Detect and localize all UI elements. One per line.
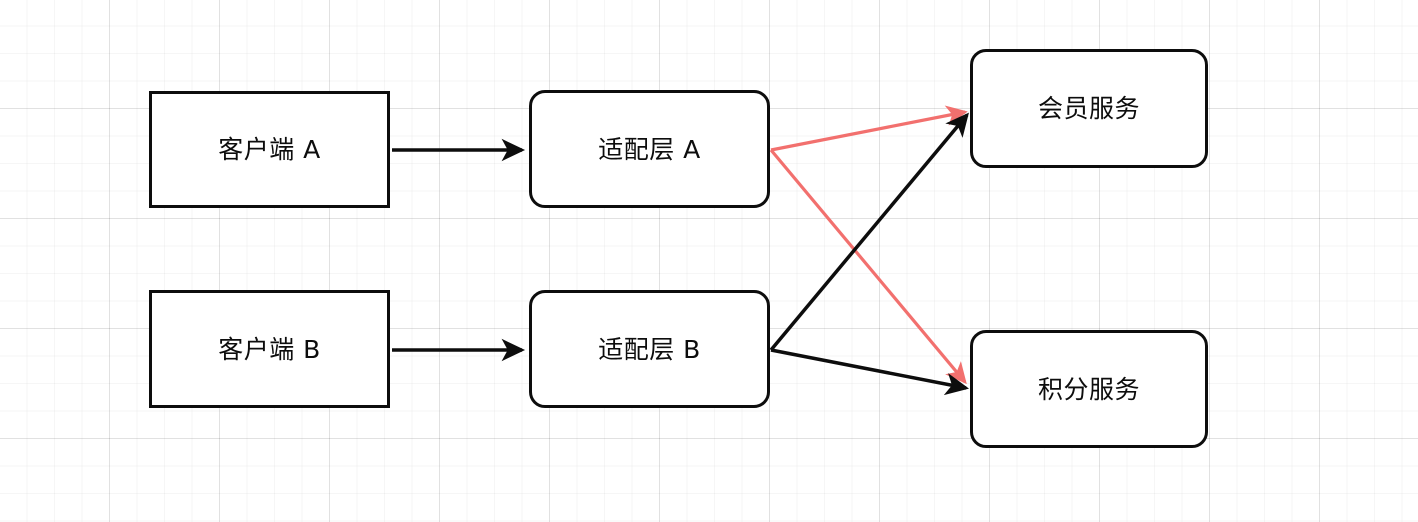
node-client-b-label: 客户端 B bbox=[218, 334, 321, 364]
node-adapter-b[interactable]: 适配层 B bbox=[529, 290, 770, 408]
node-member-service[interactable]: 会员服务 bbox=[970, 49, 1208, 168]
edge-adapter-a-to-points-service bbox=[769, 148, 967, 385]
node-adapter-b-label: 适配层 B bbox=[598, 334, 701, 364]
node-member-service-label: 会员服务 bbox=[1037, 94, 1140, 123]
node-client-a[interactable]: 客户端 A bbox=[149, 91, 390, 208]
node-points-service-label: 积分服务 bbox=[1037, 374, 1140, 404]
edge-adapter-b-to-member-service bbox=[769, 112, 969, 352]
node-adapter-a[interactable]: 适配层 A bbox=[529, 90, 770, 208]
edge-adapter-a-to-member-service bbox=[770, 105, 968, 152]
node-points-service[interactable]: 积分服务 bbox=[970, 330, 1208, 448]
edge-adapter-b-to-points-service bbox=[770, 348, 970, 396]
node-client-a-label: 客户端 A bbox=[218, 135, 321, 164]
node-adapter-a-label: 适配层 A bbox=[598, 134, 701, 164]
node-client-b[interactable]: 客户端 B bbox=[149, 290, 390, 408]
